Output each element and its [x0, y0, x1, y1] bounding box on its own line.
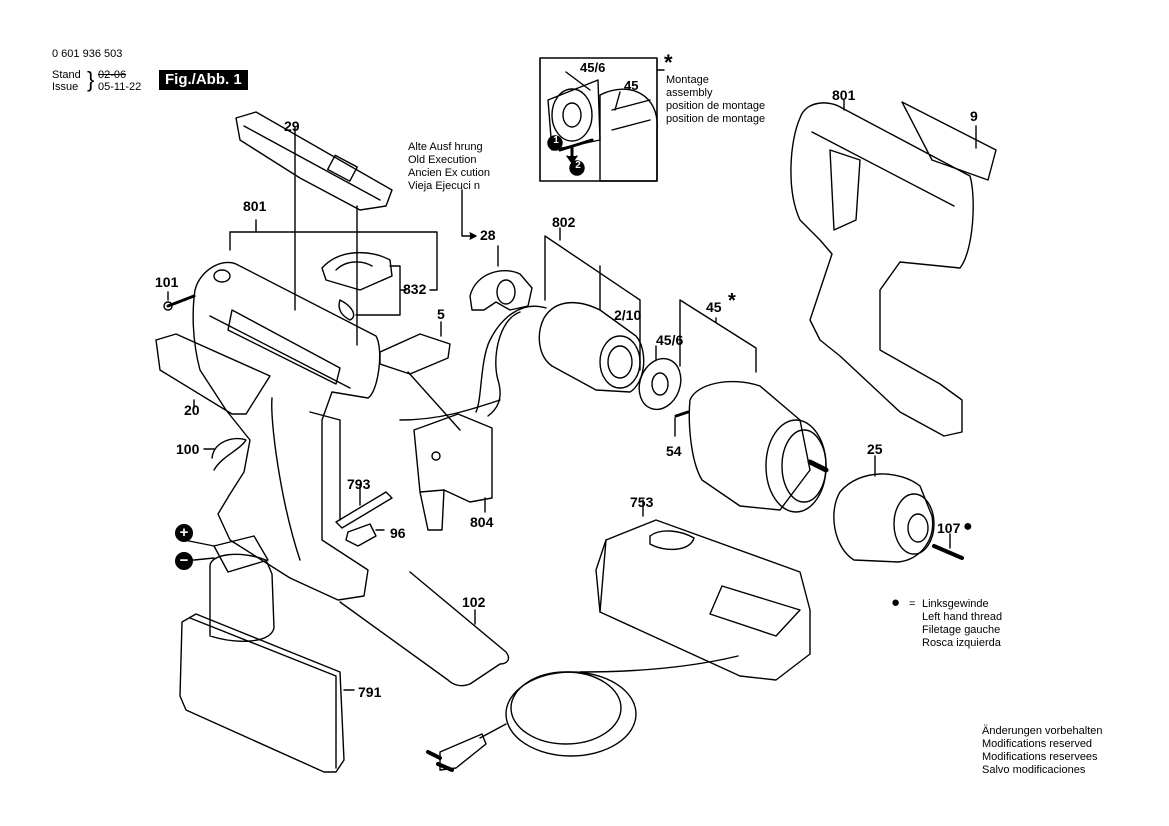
part-28-bracket	[461, 189, 533, 311]
part-label-107: 107	[937, 520, 961, 536]
left-thread-marker: ●	[963, 518, 973, 535]
part-100-spring	[203, 437, 247, 471]
part-45-gearbox	[679, 299, 829, 513]
power-cord	[426, 655, 739, 772]
step-2-badge: 2	[575, 160, 581, 171]
left-thread-line: Linksgewinde	[922, 598, 989, 610]
issue-label: Issue	[52, 81, 79, 93]
stand-label: Stand	[52, 69, 81, 81]
part-label-96: 96	[390, 525, 406, 541]
assembly-note-line: assembly	[666, 87, 713, 99]
part-20-label-plate	[155, 333, 271, 415]
part-label-54: 54	[666, 443, 682, 459]
part-label-5: 5	[437, 306, 445, 322]
part-25-chuck	[833, 455, 935, 563]
part-label-45: 45	[706, 299, 722, 315]
left-thread-note: Linksgewinde Left hand thread Filetage g…	[922, 598, 1002, 650]
minus-terminal-badge: −	[175, 552, 193, 570]
part-102-wire	[339, 571, 510, 687]
part-label-802: 802	[552, 214, 576, 230]
inset-label-45-6: 45/6	[580, 60, 606, 75]
modifications-line: Salvo modificaciones	[982, 764, 1086, 776]
assembly-note-line: position de montage	[666, 100, 766, 112]
assembly-note-line: position de montage	[666, 113, 766, 125]
part-label-801-left: 801	[243, 198, 267, 214]
old-execution-line: Ancien Ex cution	[408, 167, 490, 179]
old-execution-line: Alte Ausf hrung	[408, 141, 483, 153]
old-date: 02-06	[98, 69, 127, 81]
part-label-28: 28	[480, 227, 496, 243]
part-791-battery-pack	[179, 535, 355, 773]
part-label-25: 25	[867, 441, 883, 457]
part-9-label-plate	[901, 101, 997, 181]
part-832-clip	[321, 251, 407, 321]
part-802-motor	[475, 227, 645, 417]
part-label-801-right: 801	[832, 87, 856, 103]
part-label-9: 9	[970, 108, 978, 124]
figure-label: Fig./Abb. 1	[159, 70, 248, 90]
part-label-753: 753	[630, 494, 654, 510]
part-801-right-housing	[790, 99, 974, 437]
left-thread-line: Rosca izquierda	[922, 637, 1001, 649]
step-1-badge: 1	[553, 135, 559, 146]
left-thread-legend-dot: ●	[891, 594, 901, 611]
left-thread-line: Filetage gauche	[922, 624, 1001, 636]
part-label-793: 793	[347, 476, 371, 492]
part-54-screw	[674, 410, 690, 437]
assembly-star: *	[664, 50, 673, 75]
left-thread-legend-equals: =	[909, 598, 916, 610]
part-label-832: 832	[403, 281, 427, 297]
part-45-6-plate	[638, 345, 682, 411]
brace: }	[87, 67, 95, 92]
part-label-102: 102	[462, 594, 486, 610]
issue-date: 05-11-22	[98, 81, 142, 93]
part-5-slider	[379, 321, 461, 431]
assembly-inset-drawing	[539, 57, 665, 182]
part-label-20: 20	[184, 402, 200, 418]
part-label-100: 100	[176, 441, 200, 457]
part-29-top-cover	[235, 111, 393, 346]
modifications-line: Modifications reserved	[982, 738, 1093, 750]
part-101-screw	[163, 291, 196, 311]
left-thread-line: Left hand thread	[922, 611, 1003, 623]
inset-label-45: 45	[624, 78, 639, 93]
modifications-line: Änderungen vorbehalten	[982, 725, 1103, 737]
leader-801-left	[229, 219, 438, 291]
part-number: 0 601 936 503	[52, 48, 123, 60]
modifications-note: Änderungen vorbehalten Modifications res…	[982, 725, 1102, 777]
old-execution-note: Alte Ausf hrung Old Execution Ancien Ex …	[408, 141, 490, 193]
part-label-2-10: 2/10	[614, 307, 642, 323]
old-execution-line: Vieja Ejecuci n	[408, 180, 480, 192]
assembly-note-line: Montage	[666, 74, 709, 86]
part-label-791: 791	[358, 684, 382, 700]
modifications-line: Modifications reservees	[982, 751, 1098, 763]
assembly-note: Montage assembly position de montage pos…	[666, 74, 765, 126]
part-label-101: 101	[155, 274, 179, 290]
part-801-left-housing	[192, 261, 381, 601]
plus-terminal-badge: +	[175, 524, 193, 542]
part-label-29: 29	[284, 118, 300, 134]
part-label-804: 804	[470, 514, 494, 530]
part-96-bit-holder	[345, 523, 385, 547]
part-804-switch	[399, 399, 501, 531]
part-label-45-6: 45/6	[656, 332, 684, 348]
part-793-screwdriver-bit	[335, 484, 393, 529]
part-753-charger	[595, 499, 811, 681]
old-execution-line: Old Execution	[408, 154, 477, 166]
part-107-screw	[932, 533, 964, 560]
part-label-45-star: *	[728, 290, 736, 312]
